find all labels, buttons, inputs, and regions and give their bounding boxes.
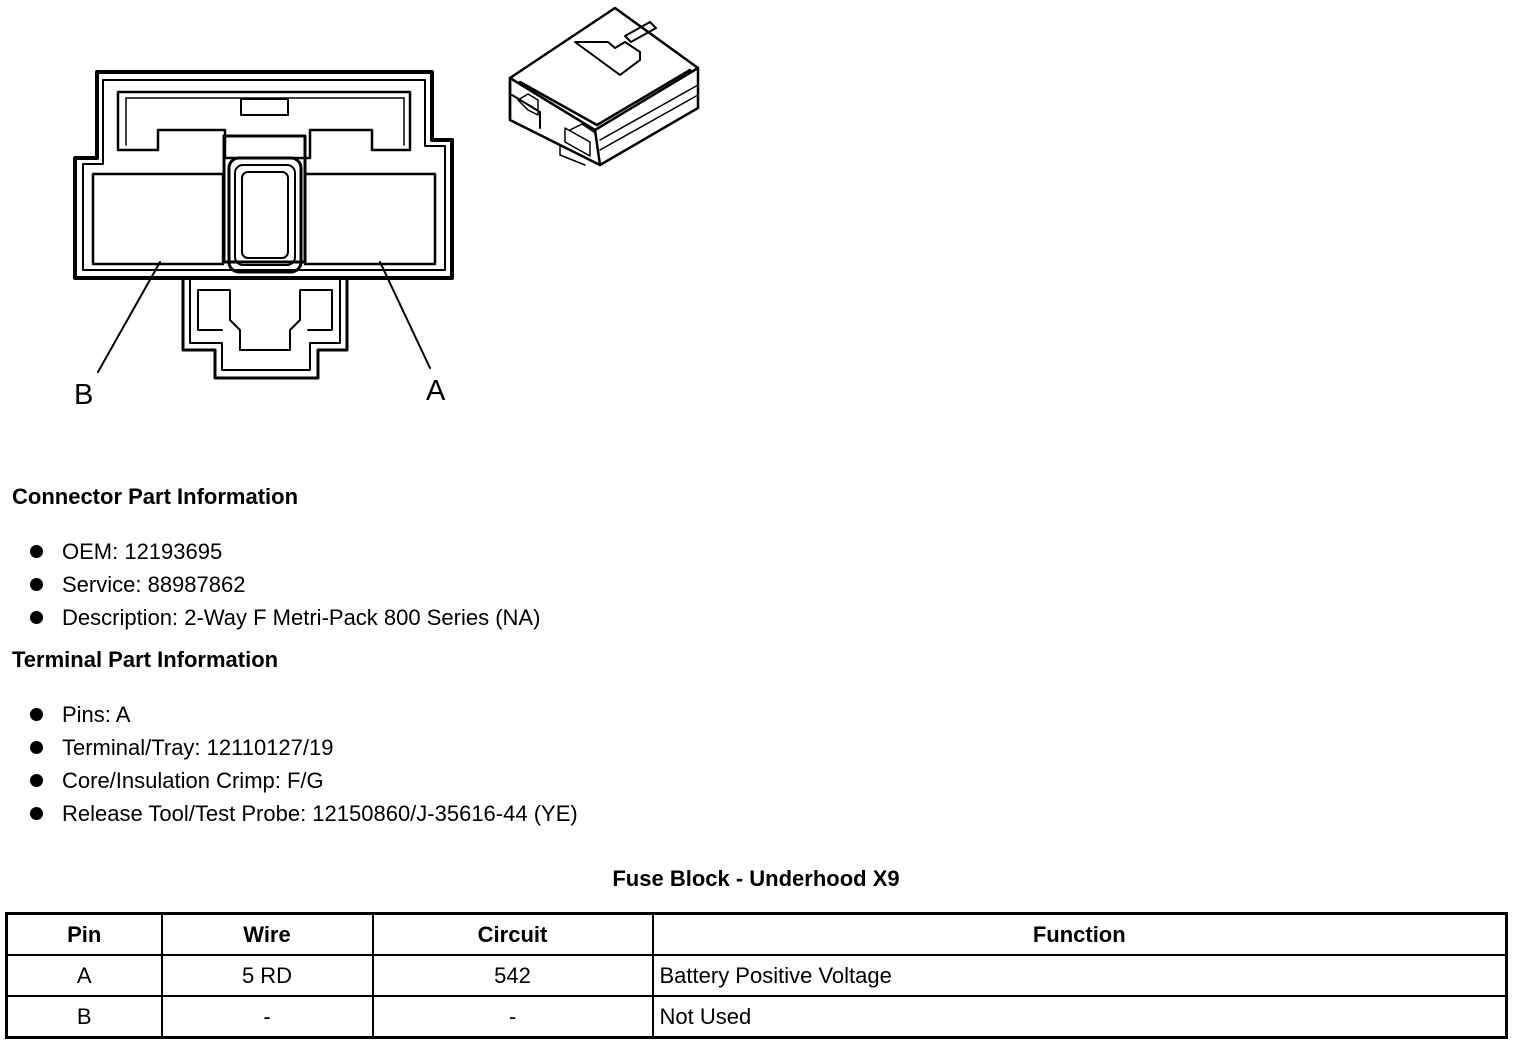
cell-circuit: - (371, 995, 654, 1039)
leader-line-b (97, 261, 161, 373)
bullet-icon (30, 545, 43, 558)
cell-wire: - (160, 995, 374, 1039)
terminal-part-info-heading: Terminal Part Information (12, 647, 279, 672)
list-item-text: Terminal/Tray: 12110127/19 (62, 735, 334, 760)
table-row: B - - Not Used (5, 995, 1508, 1039)
list-item: OEM: 12193695 (30, 535, 540, 568)
cavity-a (303, 172, 437, 266)
terminal-part-info-list: Pins: A Terminal/Tray: 12110127/19 Core/… (30, 698, 578, 830)
table-row: A 5 RD 542 Battery Positive Voltage (5, 954, 1508, 997)
connector-housing-inner (82, 79, 446, 271)
list-item-text: Description: 2-Way F Metri-Pack 800 Seri… (62, 605, 541, 630)
column-header-pin: Pin (5, 912, 163, 956)
connector-isometric-view (508, 6, 700, 167)
cell-pin: B (5, 995, 163, 1039)
cell-function: Battery Positive Voltage (651, 954, 1508, 997)
connector-diagram: B A (73, 6, 700, 411)
column-header-function: Function (651, 912, 1508, 956)
list-item: Core/Insulation Crimp: F/G (30, 764, 578, 797)
bullet-icon (30, 708, 43, 721)
list-item: Description: 2-Way F Metri-Pack 800 Seri… (30, 601, 540, 634)
list-item-text: Service: 88987862 (62, 572, 246, 597)
cell-wire: 5 RD (160, 954, 374, 997)
pin-label-a: A (426, 375, 446, 407)
list-item: Service: 88987862 (30, 568, 540, 601)
list-item: Release Tool/Test Probe: 12150860/J-3561… (30, 797, 578, 830)
cavity-b (91, 172, 225, 266)
list-item-text: Pins: A (62, 702, 131, 727)
cell-pin: A (5, 954, 163, 997)
column-header-wire: Wire (160, 912, 374, 956)
bullet-icon (30, 807, 43, 820)
bullet-icon (30, 774, 43, 787)
table-title: Fuse Block - Underhood X9 (612, 866, 900, 891)
list-item-text: Core/Insulation Crimp: F/G (62, 768, 324, 793)
connector-housing-outline (73, 70, 454, 280)
column-header-circuit: Circuit (371, 912, 654, 956)
bullet-icon (30, 578, 43, 591)
pin-label-b: B (74, 379, 93, 411)
cell-circuit: 542 (371, 954, 654, 997)
list-item: Pins: A (30, 698, 578, 731)
bullet-icon (30, 741, 43, 754)
pin-table: Pin Wire Circuit Function A 5 RD 542 Bat… (5, 912, 1508, 1039)
cell-function: Not Used (651, 995, 1508, 1039)
connector-part-info-heading: Connector Part Information (12, 484, 299, 509)
list-item-text: Release Tool/Test Probe: 12150860/J-3561… (62, 801, 578, 826)
list-item: Terminal/Tray: 12110127/19 (30, 731, 578, 764)
connector-part-info-list: OEM: 12193695 Service: 88987862 Descript… (30, 535, 540, 634)
bullet-icon (30, 611, 43, 624)
table-header-row: Pin Wire Circuit Function (5, 912, 1508, 956)
leader-line-a (379, 261, 431, 369)
list-item-text: OEM: 12193695 (62, 539, 223, 564)
